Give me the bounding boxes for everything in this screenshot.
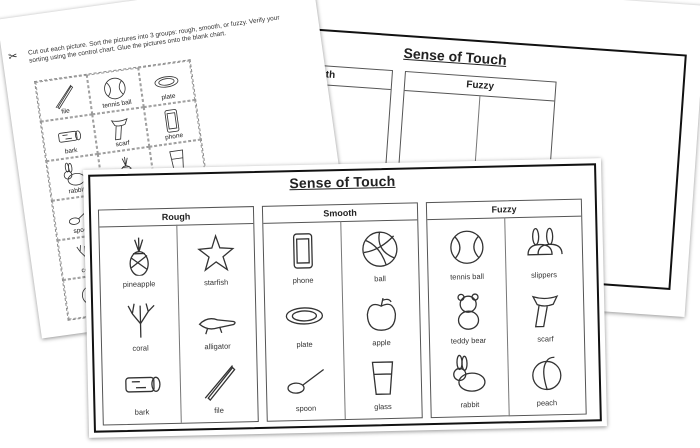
item-label: spoon — [295, 403, 317, 414]
item-rabbit: rabbit — [430, 349, 508, 417]
item-scarf: scarf — [506, 284, 584, 352]
plate-icon — [154, 76, 179, 88]
item-label: tennis ball — [450, 271, 485, 282]
phone-icon — [292, 233, 313, 269]
item-alligator: alligator — [178, 291, 256, 359]
item-spoon: spoon — [266, 353, 344, 421]
item-label: teddy bear — [450, 335, 487, 346]
item-label: alligator — [204, 341, 231, 352]
item-tennis-ball: tennis ball — [427, 221, 505, 289]
item-label: peach — [536, 398, 558, 408]
item-label: phone — [292, 275, 314, 286]
file-icon — [204, 365, 236, 402]
item-slippers: slippers — [504, 220, 582, 288]
item-coral: coral — [101, 293, 179, 361]
item-label: starfish — [203, 277, 229, 288]
item-label: rabbit — [460, 399, 480, 410]
peach-icon — [532, 356, 562, 391]
item-label: plate — [296, 339, 313, 350]
item-phone: phone — [263, 225, 341, 293]
item-label: scarf — [537, 334, 554, 344]
coral-icon — [127, 303, 155, 338]
cutout-instructions: Cut out each picture. Sort the pictures … — [27, 14, 280, 65]
scarf-icon — [110, 117, 128, 141]
ball-icon — [362, 231, 398, 267]
item-peach: peach — [507, 348, 585, 416]
cutout-cell: plate — [138, 60, 196, 108]
item-label: apple — [372, 337, 391, 348]
item-label: pineapple — [122, 279, 156, 290]
apple-icon — [366, 297, 397, 331]
item-teddy-bear: teddy bear — [429, 285, 507, 353]
cutout-cell: phone — [143, 99, 201, 147]
item-label: glass — [374, 401, 392, 412]
item-label: coral — [132, 343, 149, 353]
bark-icon — [125, 376, 161, 393]
item-apple: apple — [342, 287, 420, 355]
spoon-icon — [287, 368, 325, 394]
item-file: file — [179, 355, 257, 423]
tennis-ball-icon — [104, 77, 126, 100]
cutout-cell: file — [35, 74, 93, 122]
item-label: slippers — [531, 270, 558, 280]
cutout-cell: bark — [40, 114, 98, 162]
pineapple-icon — [129, 237, 149, 277]
cutout-cell: tennis ball — [86, 67, 144, 115]
alligator-icon — [198, 318, 236, 335]
file-icon — [55, 84, 74, 110]
scarf-icon — [531, 295, 559, 328]
item-label: bark — [134, 407, 150, 417]
scissors-icon: ✂ — [7, 50, 19, 64]
plate-icon — [285, 307, 324, 325]
teddy-bear-icon — [457, 293, 480, 330]
item-label: file — [214, 405, 224, 415]
item-starfish: starfish — [176, 227, 254, 295]
slippers-icon — [527, 227, 563, 256]
item-ball: ball — [340, 223, 418, 291]
phone-icon — [164, 109, 180, 133]
item-plate: plate — [265, 289, 343, 357]
bark-icon — [58, 130, 82, 143]
rabbit-icon — [453, 354, 486, 392]
item-glass: glass — [343, 351, 421, 419]
tennis-ball-icon — [450, 230, 484, 264]
item-pineapple: pineapple — [99, 229, 177, 297]
cutout-cell: scarf — [92, 107, 150, 154]
item-label: ball — [374, 274, 387, 284]
item-bark: bark — [102, 357, 180, 425]
starfish-icon — [197, 233, 235, 272]
glass-icon — [371, 361, 394, 395]
